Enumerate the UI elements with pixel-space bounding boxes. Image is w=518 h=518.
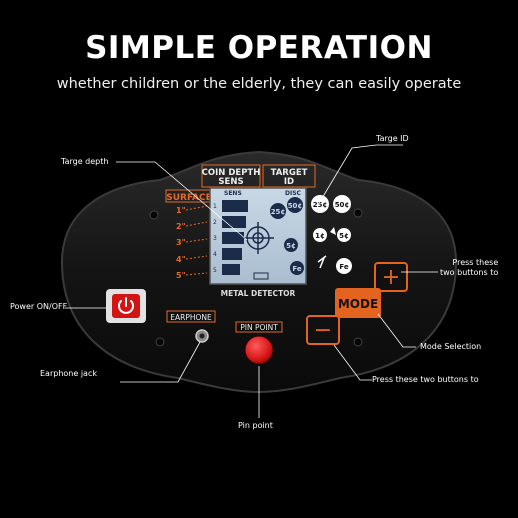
pinpoint-label-box (235, 321, 283, 333)
crosshair-icon (242, 222, 274, 254)
nail-icon (317, 255, 327, 269)
callout-press-these-1: Press these (452, 258, 499, 267)
minus-button[interactable] (306, 315, 340, 345)
callout-power: Power ON/OFF (10, 302, 68, 311)
power-icon (118, 297, 134, 314)
mode-button[interactable] (335, 288, 381, 318)
minus-symbol: − (314, 318, 332, 343)
screen-coin-25: 25¢ (271, 208, 286, 216)
battery-icon (253, 272, 269, 280)
depth-inch-3: 3" (176, 238, 186, 247)
depth-bars (222, 200, 248, 275)
coin-fe-icon: Fe (339, 263, 348, 271)
callout-targe-id: Targe ID (376, 134, 409, 143)
pinpoint-button[interactable] (244, 335, 274, 365)
screen-coin-50: 50¢ (288, 202, 303, 210)
subheadline: whether children or the elderly, they ca… (56, 76, 462, 92)
target-id-label-box (262, 164, 316, 188)
callout-press-bottom: Press these two buttons to (372, 375, 479, 384)
plus-button[interactable] (374, 262, 408, 292)
plus-symbol: + (382, 265, 400, 290)
depth-dashes (185, 205, 208, 276)
callout-press-these: Press these two buttons to (440, 258, 498, 278)
headline: SIMPLE OPERATION (85, 30, 433, 66)
depth-inch-5: 5" (176, 271, 186, 280)
coin-depth-label-box (201, 164, 261, 188)
coin-50-icon: 50¢ (335, 201, 350, 209)
coin-25-icon: 25¢ (313, 201, 328, 209)
screen-coin-fe: Fe (292, 265, 301, 273)
pinpoint-label: PIN POINT (240, 323, 278, 332)
depth-mark-2: 2 (213, 219, 217, 226)
pull-tab-icon (330, 227, 336, 235)
callout-pin-point: Pin point (238, 421, 273, 430)
sens-label: SENS (224, 190, 242, 197)
callout-mode-selection: Mode Selection (420, 342, 482, 351)
mode-label: MODE (338, 297, 378, 311)
depth-mark-5: 5 (213, 267, 217, 274)
depth-inch-4: 4" (176, 255, 186, 264)
screw-icons (149, 208, 363, 347)
surface-label: SURFACE (166, 193, 212, 203)
coin-depth-label-1: COIN DEPTH (202, 168, 261, 178)
screen-coin-5: 5¢ (286, 242, 296, 250)
depth-inch-1: 1" (176, 206, 186, 215)
depth-mark-3: 3 (213, 235, 217, 242)
callout-earphone-jack: Earphone jack (40, 369, 97, 378)
coin-5-icon: 5¢ (339, 232, 349, 240)
depth-inch-2: 2" (176, 222, 186, 231)
coin-depth-label-2: SENS (218, 177, 243, 187)
earphone-label: EARPHONE (170, 313, 212, 322)
disc-label: DISC (285, 190, 302, 197)
callout-targe-depth: Targe depth (61, 157, 109, 166)
earphone-label-box (166, 310, 216, 323)
target-id-label-2: ID (284, 177, 294, 187)
target-id-label-1: TARGET (271, 168, 308, 178)
callout-lines (65, 144, 438, 418)
depth-mark-4: 4 (213, 251, 217, 258)
callout-press-these-2: two buttons to (440, 268, 499, 277)
depth-mark-1: 1 (213, 203, 217, 210)
coin-1-icon: 1¢ (315, 232, 325, 240)
brand-label: METAL DETECTOR (221, 289, 296, 298)
